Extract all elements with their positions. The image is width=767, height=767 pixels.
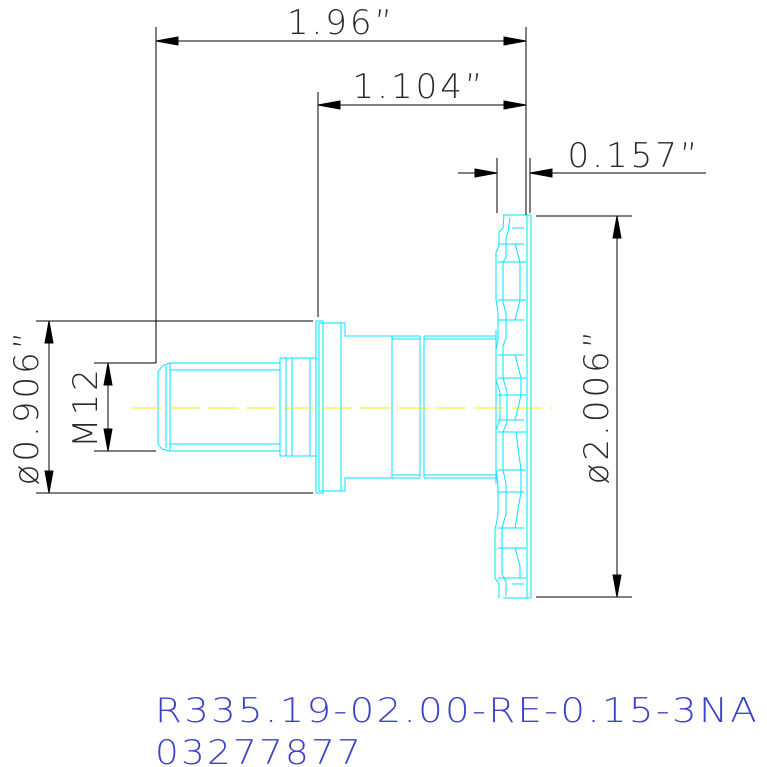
tool-body-outline	[157, 214, 532, 599]
overall-length-label: 1.96”	[287, 3, 395, 43]
flange	[315, 320, 342, 494]
cutter-disc	[494, 214, 532, 599]
disc-thickness-label: 0.157”	[568, 136, 701, 176]
threaded-shank	[157, 357, 316, 457]
body-diameter-label: ø0.906”	[7, 329, 47, 486]
cutter-diameter-label: ø2.006”	[577, 328, 617, 485]
main-body	[341, 322, 497, 492]
thread-label: M12	[66, 366, 106, 448]
part-code: 03277877	[155, 733, 363, 767]
part-number: R335.19-02.00-RE-0.15-3NA	[155, 691, 759, 731]
dimension-lines	[36, 27, 706, 598]
shank-length-label: 1.104”	[353, 67, 486, 107]
